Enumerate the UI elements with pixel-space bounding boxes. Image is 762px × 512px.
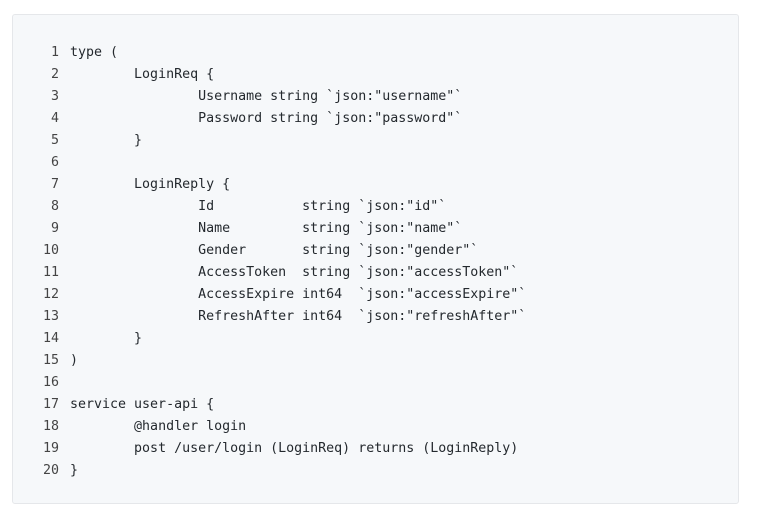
line-number: 9 [50, 221, 59, 236]
line-number: 14 [42, 331, 59, 346]
code-line: 20} [13, 460, 526, 482]
line-number: 7 [50, 177, 59, 192]
code-line: 16 [13, 372, 526, 394]
code-text: RefreshAfter int64 `json:"refreshAfter"` [70, 309, 527, 324]
line-number: 15 [42, 353, 59, 368]
code-line: 19 post /user/login (LoginReq) returns (… [13, 438, 526, 460]
code-line: 1 type ( [13, 42, 526, 64]
code-text: Username string `json:"username"` [70, 89, 463, 104]
code-line: 17 service user-api { [13, 394, 526, 416]
code-text: type ( [70, 45, 119, 60]
code-text: ) [70, 353, 79, 368]
line-number: 12 [42, 287, 59, 302]
line-number: 11 [42, 265, 59, 280]
code-text: } [70, 331, 143, 346]
code-text: } [70, 463, 79, 478]
code-line: 18 @handler login [13, 416, 526, 438]
code-text: post /user/login (LoginReq) returns (Log… [70, 441, 519, 456]
line-number: 5 [50, 133, 59, 148]
code-line: 8 Id string `json:"id"` [13, 196, 526, 218]
line-number: 2 [50, 67, 59, 82]
code-line: 4 Password string `json:"password"` [13, 108, 526, 130]
code-text: LoginReq { [70, 67, 215, 82]
line-number: 17 [42, 397, 59, 412]
line-number: 3 [50, 89, 59, 104]
code-line: 9 Name string `json:"name"` [13, 218, 526, 240]
code-line: 12 AccessExpire int64 `json:"accessExpir… [13, 284, 526, 306]
code-line: 13 RefreshAfter int64 `json:"refreshAfte… [13, 306, 526, 328]
code-text: AccessToken string `json:"accessToken"` [70, 265, 519, 280]
code-line: 2 LoginReq { [13, 64, 526, 86]
line-number: 8 [50, 199, 59, 214]
code-text: @handler login [70, 419, 247, 434]
code-line: 5 } [13, 130, 526, 152]
line-number: 13 [42, 309, 59, 324]
line-number: 19 [42, 441, 59, 456]
line-number: 4 [50, 111, 59, 126]
code-line: 6 [13, 152, 526, 174]
code-line: 10 Gender string `json:"gender"` [13, 240, 526, 262]
line-number: 18 [42, 419, 59, 434]
code-line: 11 AccessToken string `json:"accessToken… [13, 262, 526, 284]
line-number: 10 [42, 243, 59, 258]
code-line: 14 } [13, 328, 526, 350]
code-line: 3 Username string `json:"username"` [13, 86, 526, 108]
code-line: 7 LoginReply { [13, 174, 526, 196]
code-text: Id string `json:"id"` [70, 199, 447, 214]
code-text: AccessExpire int64 `json:"accessExpire"` [70, 287, 527, 302]
code-text: Gender string `json:"gender"` [70, 243, 479, 258]
code-text: LoginReply { [70, 177, 231, 192]
line-number: 20 [42, 463, 59, 478]
code-text: Name string `json:"name"` [70, 221, 463, 236]
code-line: 15) [13, 350, 526, 372]
code-text: service user-api { [70, 397, 215, 412]
line-number: 6 [50, 155, 59, 170]
code-text: Password string `json:"password"` [70, 111, 463, 126]
line-number: 1 [50, 45, 59, 60]
code-text: } [70, 133, 143, 148]
line-number: 16 [42, 375, 59, 390]
